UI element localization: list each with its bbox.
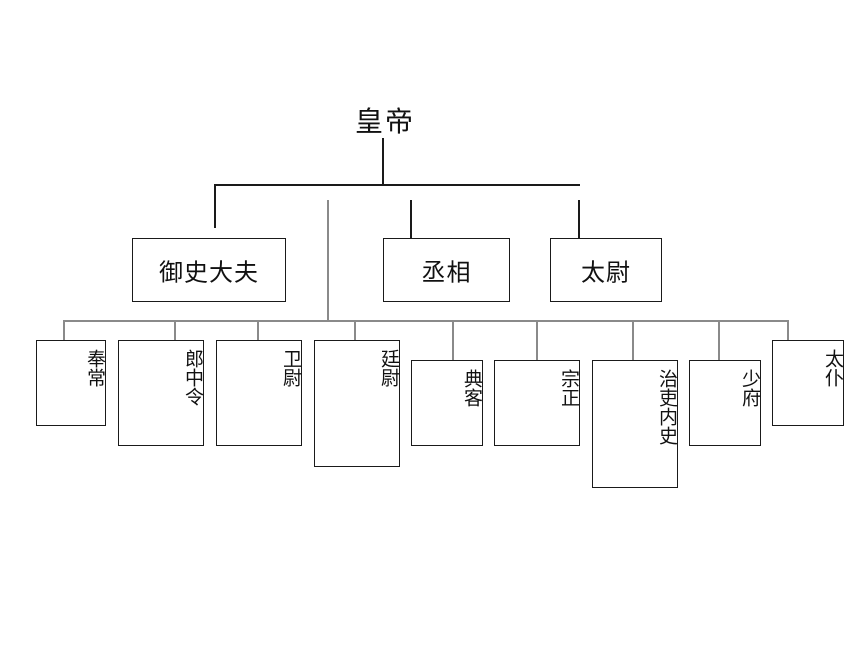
emperor-label: 皇帝: [355, 105, 416, 138]
box-chengxiang: 丞相: [383, 238, 510, 302]
lower-bus: [63, 320, 789, 322]
box-zongzheng: 宗正: [494, 360, 580, 446]
label-taiwei: 太尉: [581, 258, 631, 287]
box-yushi: 御史大夫: [132, 238, 286, 302]
box-zhisuneishi: 治吏内史: [592, 360, 678, 488]
emperor-stem: [382, 138, 384, 186]
drop-dianke: [452, 320, 454, 362]
box-weiwei: 卫尉: [216, 340, 302, 446]
box-shaofu: 少府: [689, 360, 761, 446]
drop-weiwei: [257, 320, 259, 342]
box-taiwei: 太尉: [550, 238, 662, 302]
drop-fengchang: [63, 320, 65, 342]
label-shaofu: 少府: [739, 369, 761, 407]
label-langzhongling: 郎中令: [182, 349, 204, 406]
box-langzhongling: 郎中令: [118, 340, 204, 446]
label-chengxiang: 丞相: [421, 258, 472, 287]
box-fengchang: 奉常: [36, 340, 106, 426]
label-zongzheng: 宗正: [558, 369, 580, 407]
drop-zongzheng: [536, 320, 538, 362]
label-yushi: 御史大夫: [159, 258, 259, 287]
label-fengchang: 奉常: [84, 349, 106, 387]
connector-taiwei: [578, 200, 580, 240]
label-dianke: 典客: [461, 369, 483, 407]
drop-langzhongling: [174, 320, 176, 342]
drop-shaofu: [718, 320, 720, 362]
connector-yushi: [214, 184, 216, 228]
connector-chengxiang: [410, 200, 412, 240]
drop-zhisuneishi: [632, 320, 634, 362]
label-taipu: 太仆: [822, 349, 844, 387]
upper-bus: [214, 184, 580, 186]
drop-taipu: [787, 320, 789, 342]
box-tingwei: 廷尉: [314, 340, 400, 467]
trunk-to-nine: [327, 200, 329, 322]
drop-tingwei: [354, 320, 356, 342]
label-tingwei: 廷尉: [378, 349, 400, 387]
box-dianke: 典客: [411, 360, 483, 446]
label-zhisuneishi: 治吏内史: [656, 369, 678, 445]
label-weiwei: 卫尉: [280, 349, 302, 387]
box-taipu: 太仆: [772, 340, 844, 426]
